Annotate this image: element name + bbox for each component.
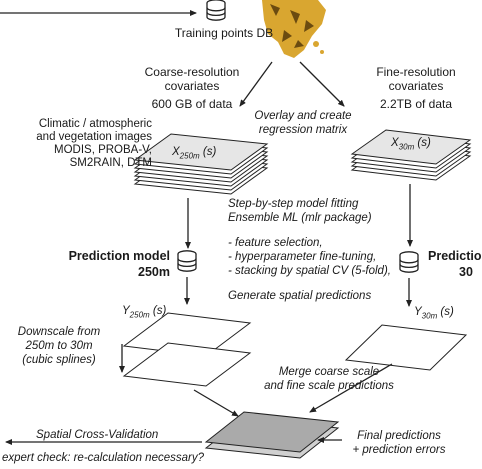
fine-covariate-stack bbox=[350, 129, 472, 181]
training-db-label: Training points DB bbox=[174, 26, 274, 40]
final-line-2: + prediction errors bbox=[352, 444, 446, 456]
final-prediction-stack bbox=[204, 411, 340, 459]
overlay-line-2: regression matrix bbox=[258, 124, 348, 136]
downscale-line-1: Downscale from bbox=[17, 326, 101, 338]
prediction-model-250-line-2: 250m bbox=[138, 265, 170, 279]
database-icon bbox=[177, 250, 197, 272]
arrow-downscaled-to-merge bbox=[193, 389, 239, 417]
downscale-line-3: (cubic splines) bbox=[22, 354, 96, 366]
world-map-image bbox=[262, 0, 326, 58]
coarse-title-1: Coarse-resolution bbox=[144, 65, 240, 79]
x-250m-label: X250m (s) bbox=[172, 146, 217, 161]
spatial-cv-label: Spatial Cross-Validation bbox=[36, 429, 159, 441]
coarse-covariate-stack bbox=[133, 133, 269, 195]
step-feature-selection: - feature selection, bbox=[228, 237, 323, 249]
final-line-1: Final predictions bbox=[357, 430, 441, 442]
y-250m-label: Y250m (s) bbox=[122, 305, 167, 320]
images-line-2: and vegetation images bbox=[36, 131, 152, 143]
fine-prediction-layer bbox=[344, 324, 468, 371]
fine-title-2: covariates bbox=[388, 79, 444, 93]
database-icon bbox=[399, 251, 419, 273]
prediction-model-30-line-2: 30 bbox=[459, 265, 473, 279]
fitting-line-1: Step-by-step model fitting bbox=[228, 198, 359, 210]
coarse-title-2: covariates bbox=[164, 79, 220, 93]
fine-size: 2.2TB of data bbox=[379, 97, 453, 111]
images-line-1: Climatic / atmospheric bbox=[38, 118, 152, 130]
prediction-model-30-line-1: Predictio bbox=[428, 249, 482, 263]
expert-check-label: expert check: re-calculation necessary? bbox=[2, 452, 204, 464]
arrow-db-to-fine bbox=[299, 61, 345, 107]
step-stacking: - stacking by spatial CV (5-fold), bbox=[228, 265, 391, 277]
coarse-size: 600 GB of data bbox=[151, 97, 233, 111]
merge-line-1: Merge coarse scale bbox=[278, 366, 380, 378]
downscaled-prediction-layer bbox=[122, 342, 252, 387]
arrow-fine-to-merge bbox=[309, 363, 393, 413]
images-line-4: SM2RAIN, DTM bbox=[69, 157, 152, 169]
fitting-line-2: Ensemble ML (mlr package) bbox=[228, 212, 372, 224]
fine-title-1: Fine-resolution bbox=[376, 65, 456, 79]
overlay-line-1: Overlay and create bbox=[254, 110, 352, 122]
database-icon bbox=[206, 0, 226, 21]
downscale-line-2: 250m to 30m bbox=[25, 340, 93, 352]
prediction-model-250-line-1: Prediction model bbox=[68, 249, 170, 263]
step-hyperparameter: - hyperparameter fine-tuning, bbox=[228, 251, 377, 263]
merge-line-2: and fine scale predictions bbox=[264, 380, 394, 392]
arrow-db-to-coarse bbox=[239, 61, 273, 107]
x-30m-label: X30m (s) bbox=[391, 137, 431, 152]
generate-predictions-label: Generate spatial predictions bbox=[228, 290, 372, 302]
y-30m-label: Y30m (s) bbox=[414, 306, 454, 321]
images-line-3: MODIS, PROBA-V, bbox=[54, 144, 152, 156]
